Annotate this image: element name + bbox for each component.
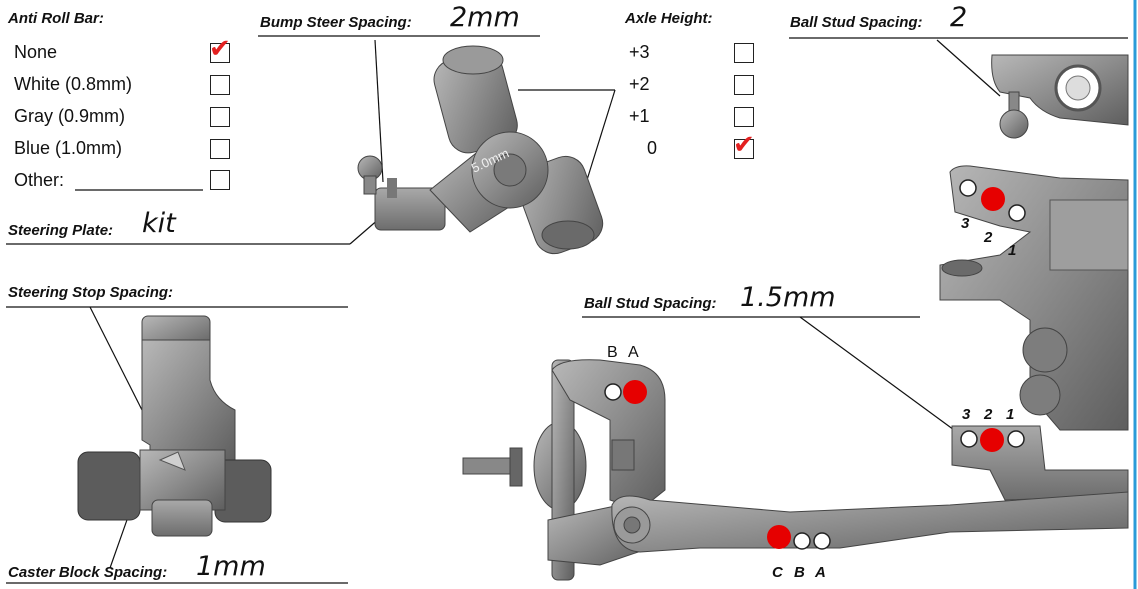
- arb-checkbox-none[interactable]: ✔: [209, 36, 231, 63]
- arb-option-other: Other:: [14, 170, 65, 190]
- upper-hub-carrier-part: [939, 165, 1129, 431]
- steering-plate-title: Steering Plate:: [8, 222, 114, 239]
- arb-checkbox-gray[interactable]: [210, 107, 230, 127]
- axle-checkbox-plus3[interactable]: [734, 43, 754, 63]
- upper-arm-part: [991, 54, 1129, 139]
- axle-checkbox-plus2[interactable]: [734, 75, 754, 95]
- bump-steer-title: Bump Steer Spacing:: [260, 14, 412, 31]
- knuckle-holes: [604, 380, 647, 404]
- arb-option-none: None: [14, 42, 58, 62]
- steering-stop-title: Steering Stop Spacing:: [8, 284, 174, 301]
- ball-stud-mid-title: Ball Stud Spacing:: [584, 295, 717, 312]
- caster-block-value[interactable]: 1mm: [196, 551, 266, 582]
- steering-arm-label-b: B: [794, 564, 805, 581]
- lower-hub-holes: [960, 428, 1025, 452]
- check-mark-icon: ✔: [209, 34, 231, 64]
- bump-steer-block-part: [357, 45, 604, 255]
- check-mark-icon: ✔: [733, 130, 755, 160]
- axle-option-plus3: +3: [629, 42, 650, 62]
- upper-hub-holes: [959, 179, 1026, 222]
- caster-block-part: [77, 449, 272, 537]
- arb-checkbox-other[interactable]: [210, 170, 230, 190]
- axle-option-plus1: +1: [629, 106, 650, 126]
- lower-hub-part: [951, 425, 1129, 501]
- anti-roll-bar-title: Anti Roll Bar:: [8, 10, 104, 27]
- steering-arm-holes: [767, 525, 831, 550]
- steering-arm-part: [611, 491, 1129, 553]
- arb-checkbox-blue[interactable]: [210, 139, 230, 159]
- upper-hub-label-2: 2: [984, 229, 993, 246]
- lower-hub-label-3: 3: [962, 406, 971, 423]
- ball-stud-top-title: Ball Stud Spacing:: [790, 14, 923, 31]
- caster-block-title: Caster Block Spacing:: [8, 564, 168, 581]
- lower-hub-label-1: 1: [1006, 406, 1015, 423]
- upper-hub-label-1: 1: [1008, 242, 1017, 259]
- arb-option-blue: Blue (1.0mm): [14, 138, 123, 158]
- upper-hub-label-3: 3: [961, 215, 970, 232]
- axle-checkbox-plus1[interactable]: [734, 107, 754, 127]
- axle-option-plus2: +2: [629, 74, 650, 94]
- steering-stop-part: [141, 315, 236, 463]
- bump-steer-value[interactable]: 2mm: [450, 2, 520, 33]
- ball-stud-top-value[interactable]: 2: [950, 2, 968, 33]
- axle-checkbox-zero[interactable]: ✔: [733, 132, 755, 159]
- steering-arm-label-a: A: [815, 564, 826, 581]
- knuckle-label-b: B: [607, 344, 618, 361]
- steering-plate-value[interactable]: kit: [142, 208, 176, 239]
- arb-option-white: White (0.8mm): [14, 74, 133, 94]
- axle-option-zero: 0: [647, 138, 658, 158]
- lower-hub-label-2: 2: [984, 406, 993, 423]
- arb-checkbox-white[interactable]: [210, 75, 230, 95]
- knuckle-label-a: A: [628, 344, 639, 361]
- steering-arm-label-c: C: [772, 564, 783, 581]
- axle-height-title: Axle Height:: [625, 10, 713, 27]
- ball-stud-mid-value[interactable]: 1.5mm: [740, 282, 836, 313]
- arb-option-gray: Gray (0.9mm): [14, 106, 126, 126]
